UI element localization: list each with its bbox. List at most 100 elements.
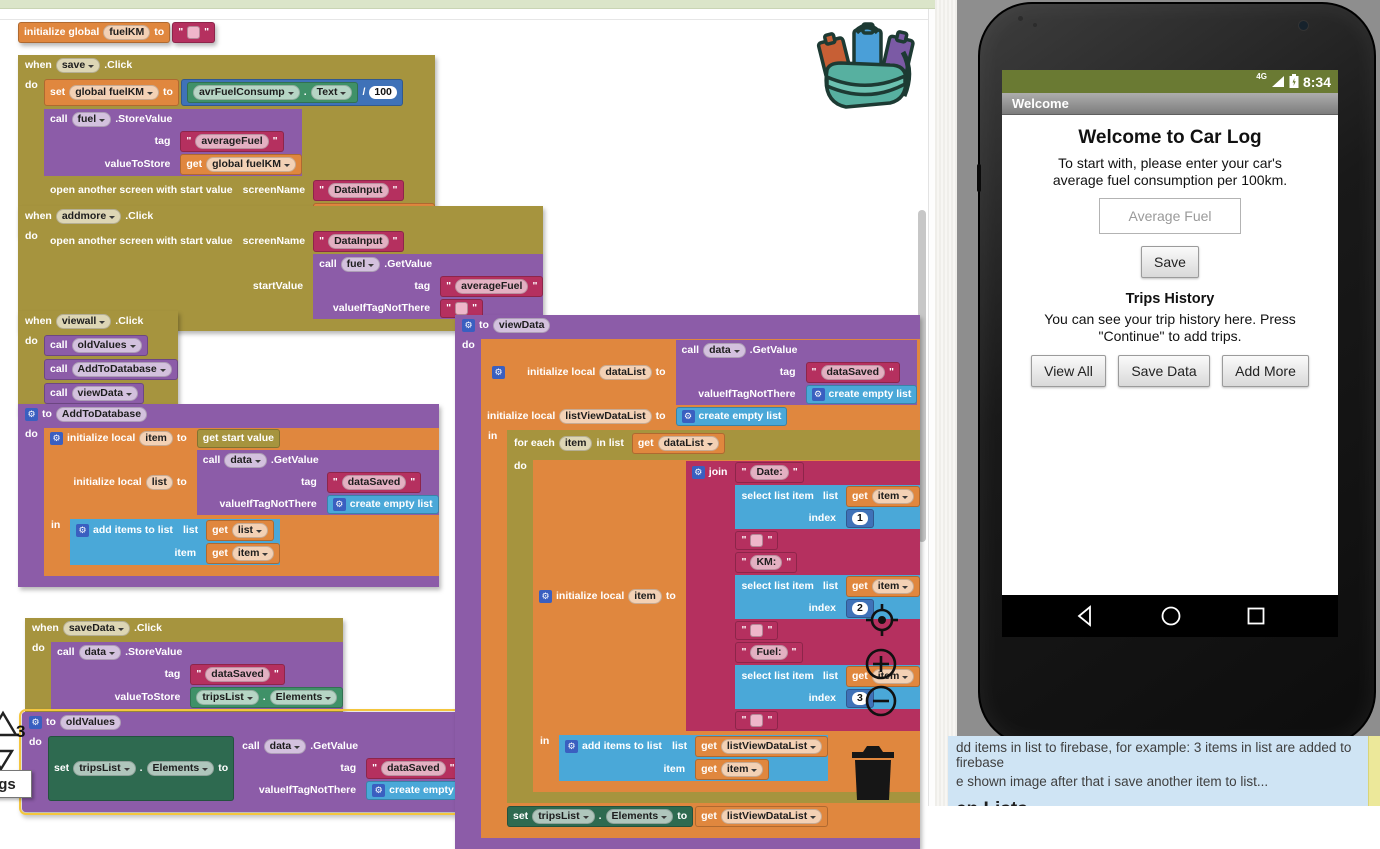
text-block[interactable]: "averageFuel" bbox=[440, 276, 544, 297]
vertical-scrollbar[interactable] bbox=[918, 210, 926, 542]
empty-text-field[interactable] bbox=[750, 534, 764, 547]
procedure-name-chip[interactable]: viewData bbox=[492, 318, 551, 333]
text-block[interactable]: "DataInput" bbox=[313, 180, 404, 201]
set-variable-block[interactable]: set global fuelKM to bbox=[44, 79, 179, 106]
event-header[interactable]: when viewall .Click bbox=[18, 311, 151, 332]
component-dropdown[interactable]: addmore bbox=[55, 209, 122, 224]
gear-icon[interactable] bbox=[691, 466, 705, 479]
init-local-item-block[interactable]: initialize local item to bbox=[533, 460, 921, 792]
get-variable-block[interactable]: get dataList bbox=[631, 433, 725, 454]
join-block[interactable]: join "Date:" select list item lis bbox=[685, 461, 921, 731]
number-block[interactable]: 2 bbox=[846, 599, 874, 618]
text-block[interactable]: "dataSaved" bbox=[366, 758, 461, 779]
variable-dropdown[interactable]: global fuelKM bbox=[69, 85, 160, 100]
component-dropdown[interactable]: data bbox=[263, 739, 307, 754]
variable-dropdown[interactable]: item bbox=[720, 762, 764, 777]
call-data-getvalue-block[interactable]: call data .GetValue tag "dataSaved" valu… bbox=[675, 340, 918, 405]
open-screen-block[interactable]: open another screen with start value scr… bbox=[44, 230, 544, 320]
init-local-block[interactable]: initialize local item to get start value… bbox=[44, 428, 439, 576]
property-getter-block[interactable]: tripsList . Elements bbox=[190, 687, 344, 708]
property-setter-block[interactable]: set tripsList . Elements to bbox=[48, 736, 235, 801]
gear-icon[interactable] bbox=[25, 408, 38, 421]
backpack-icon[interactable] bbox=[816, 20, 916, 112]
gear-icon[interactable] bbox=[492, 366, 506, 379]
text-block[interactable]: "Date:" bbox=[735, 462, 804, 483]
gear-icon[interactable] bbox=[462, 319, 475, 332]
for-each-block[interactable]: for each item in list get dataList do bbox=[507, 430, 921, 803]
local-var-chip[interactable]: item bbox=[139, 431, 173, 446]
text-block[interactable]: "KM:" bbox=[735, 552, 798, 573]
text-block[interactable]: "DataInput" bbox=[313, 231, 404, 252]
variable-dropdown[interactable]: list bbox=[231, 523, 269, 538]
event-header[interactable]: when saveData .Click bbox=[25, 618, 169, 639]
create-empty-list-block[interactable]: create empty list bbox=[366, 781, 478, 800]
get-start-value-block[interactable]: get start value bbox=[196, 429, 280, 448]
call-data-storevalue-block[interactable]: call data .StoreValue tag "dataSaved" va… bbox=[51, 642, 344, 709]
empty-text-field[interactable] bbox=[750, 624, 764, 637]
call-viewdata-block[interactable]: call viewData bbox=[44, 383, 145, 404]
block-proc-viewdata[interactable]: to viewData do initialize local dataList… bbox=[455, 315, 921, 849]
zoom-in-icon[interactable] bbox=[864, 647, 898, 681]
local-var-chip[interactable]: list bbox=[145, 475, 173, 490]
init-local-datalist-block[interactable]: initialize local dataList to call data .… bbox=[481, 339, 921, 838]
component-dropdown[interactable]: fuel bbox=[71, 112, 112, 127]
component-dropdown[interactable]: data bbox=[703, 343, 746, 358]
gear-icon[interactable] bbox=[681, 410, 695, 423]
component-dropdown[interactable]: tripsList bbox=[73, 761, 136, 776]
procedure-header[interactable]: to viewData bbox=[455, 315, 558, 336]
trash-icon[interactable] bbox=[846, 742, 900, 804]
local-var-chip[interactable]: item bbox=[628, 588, 662, 604]
empty-string-block[interactable]: "" bbox=[735, 711, 779, 730]
number-field[interactable]: 2 bbox=[852, 602, 868, 615]
variable-dropdown[interactable]: listViewDataList bbox=[720, 809, 823, 824]
number-field[interactable]: 3 bbox=[852, 692, 868, 705]
init-global-block[interactable]: initialize global fuelKM to bbox=[18, 22, 171, 43]
component-dropdown[interactable]: viewall bbox=[55, 314, 112, 329]
text-block[interactable]: "dataSaved" bbox=[326, 472, 422, 493]
local-var-chip[interactable]: dataList bbox=[599, 365, 652, 380]
empty-string-block[interactable]: "" bbox=[735, 621, 779, 640]
procedure-header[interactable]: to AddToDatabase bbox=[18, 404, 155, 425]
pane-divider[interactable] bbox=[935, 0, 958, 806]
empty-text-field[interactable] bbox=[750, 714, 764, 727]
save-button[interactable]: Save bbox=[1141, 246, 1199, 278]
event-header[interactable]: when addmore .Click bbox=[18, 206, 161, 227]
text-field[interactable]: DataInput bbox=[328, 183, 389, 198]
create-empty-list-block[interactable]: create empty list bbox=[805, 385, 918, 404]
recents-icon[interactable] bbox=[1246, 606, 1266, 626]
gear-icon[interactable] bbox=[539, 589, 552, 603]
property-dropdown[interactable]: Text bbox=[310, 85, 353, 100]
component-dropdown[interactable]: data bbox=[224, 453, 267, 468]
view-all-button[interactable]: View All bbox=[1031, 355, 1106, 387]
empty-text-field[interactable] bbox=[187, 26, 201, 39]
empty-string-block[interactable]: "" bbox=[172, 22, 216, 43]
block-init-global-fuelkm[interactable]: initialize global fuelKM to "" bbox=[18, 22, 216, 43]
number-field[interactable]: 100 bbox=[369, 86, 397, 99]
variable-dropdown[interactable]: item bbox=[871, 579, 915, 594]
gear-icon[interactable] bbox=[76, 524, 89, 537]
text-field[interactable]: Fuel: bbox=[750, 645, 788, 660]
set-elements-row[interactable]: set tripsList . Elements to call data .G… bbox=[48, 736, 478, 801]
local-var-chip[interactable]: listViewDataList bbox=[559, 409, 652, 424]
home-icon[interactable] bbox=[1160, 605, 1182, 627]
property-getter-block[interactable]: avrFuelConsump . Text bbox=[186, 82, 359, 103]
text-field[interactable]: Date: bbox=[750, 465, 789, 480]
text-field[interactable]: dataSaved bbox=[341, 475, 407, 490]
call-addtodatabase-block[interactable]: call AddToDatabase bbox=[44, 359, 178, 380]
text-field[interactable]: dataSaved bbox=[820, 365, 886, 380]
number-block[interactable]: 1 bbox=[846, 509, 874, 528]
gear-icon[interactable] bbox=[29, 716, 42, 729]
procedure-name-chip[interactable]: oldValues bbox=[59, 715, 121, 730]
call-oldvalues-block[interactable]: call oldValues bbox=[44, 335, 148, 356]
component-dropdown[interactable]: fuel bbox=[340, 257, 381, 272]
block-when-addmore-click[interactable]: when addmore .Click do open another scre… bbox=[18, 206, 544, 331]
